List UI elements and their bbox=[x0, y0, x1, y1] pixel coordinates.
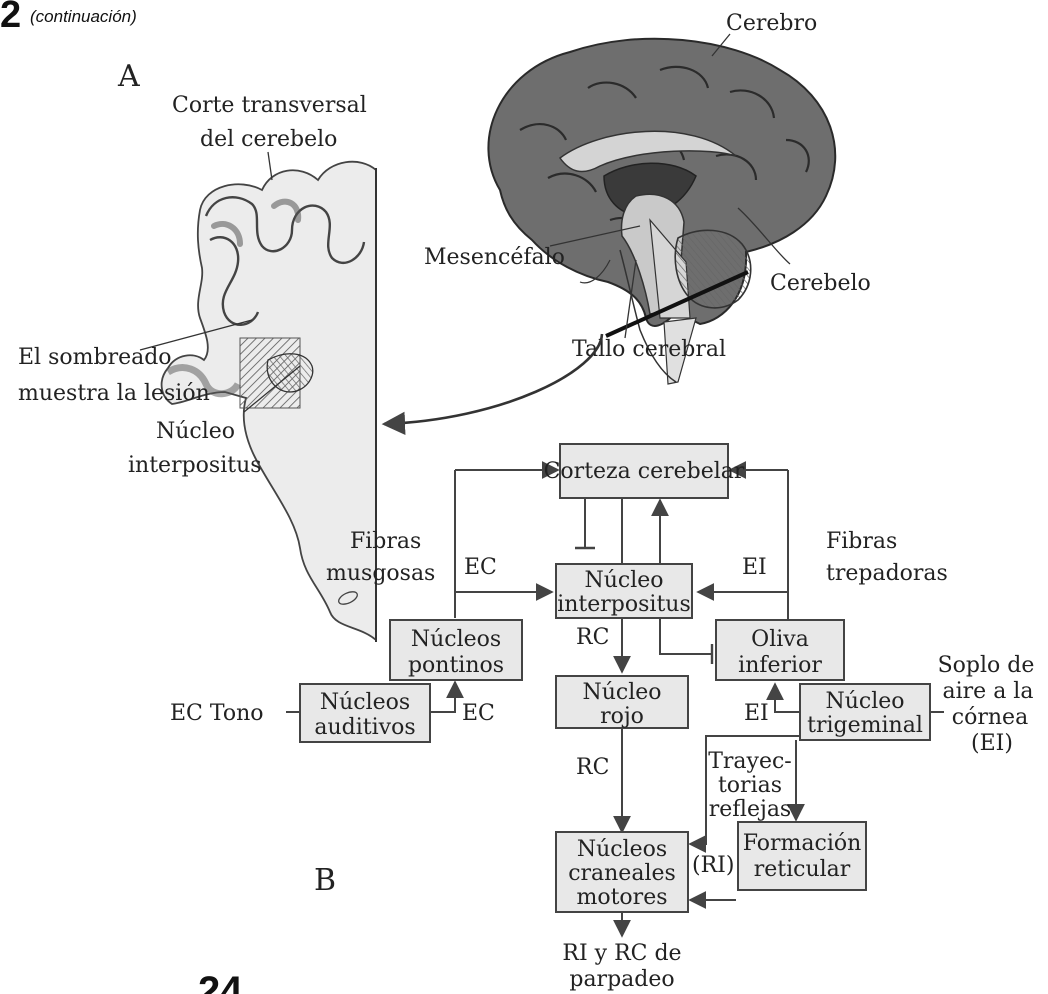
box-craneales: Núcleos craneales motores bbox=[555, 831, 689, 913]
box-pontinos: Núcleos pontinos bbox=[389, 619, 523, 681]
reflex-line2: torias bbox=[718, 773, 782, 798]
box-auditivos-line2: auditivos bbox=[314, 715, 415, 740]
figure-header: 2 (continuación) bbox=[0, 0, 137, 36]
ei-left-label: EI bbox=[744, 701, 769, 726]
section-plane-line bbox=[605, 270, 749, 338]
section-to-cross-arrow bbox=[381, 333, 604, 435]
box-rojo-line2: rojo bbox=[600, 704, 644, 729]
cerebellum-leader bbox=[737, 207, 791, 265]
box-pontinos-line1: Núcleos bbox=[411, 627, 501, 652]
ri-paren-label: (RI) bbox=[692, 853, 734, 878]
cerebrum-leader bbox=[711, 33, 731, 57]
box-trigeminal-line1: Núcleo bbox=[825, 689, 904, 714]
climbing-fibers-line2: trepadoras bbox=[826, 561, 948, 586]
output-line1: RI y RC de bbox=[562, 941, 681, 966]
brain-illustration bbox=[487, 37, 837, 385]
cross-section-leader bbox=[267, 151, 273, 181]
trigeminal-to-craneales-reflex bbox=[688, 735, 800, 853]
shading-leader bbox=[139, 319, 253, 351]
cerebellum-cross-section bbox=[160, 160, 377, 642]
circuit-wires bbox=[286, 461, 944, 938]
box-pontinos-line2: pontinos bbox=[408, 653, 504, 678]
box-rojo-line1: Núcleo bbox=[582, 680, 661, 705]
auditivos-to-pontinos bbox=[430, 680, 464, 713]
panel-a-letter: A bbox=[117, 59, 140, 94]
mossy-fibers-line1: Fibras bbox=[350, 529, 421, 554]
box-interpositus-line1: Núcleo bbox=[584, 568, 663, 593]
box-auditivos-line1: Núcleos bbox=[320, 690, 410, 715]
figure-number: 2 bbox=[0, 0, 21, 36]
box-oliva-line2: inferior bbox=[738, 653, 822, 678]
box-corteza-label: Corteza cerebelar bbox=[544, 459, 745, 484]
midbrain-label: Mesencéfalo bbox=[424, 245, 565, 270]
cerebellum-label: Cerebelo bbox=[770, 271, 871, 296]
panel-a: A Corte transversal d bbox=[18, 11, 871, 642]
reflex-line1: Trayec- bbox=[708, 749, 792, 774]
box-craneales-line1: Núcleos bbox=[577, 837, 667, 862]
panel-b-letter: B bbox=[314, 863, 336, 898]
mossy-fibers-line2: musgosas bbox=[326, 561, 435, 586]
ec-top-label: EC bbox=[464, 555, 497, 580]
box-trigeminal: Núcleo trigeminal bbox=[799, 683, 931, 741]
box-interpositus: Núcleo interpositus bbox=[555, 563, 693, 619]
nucleus-leader bbox=[243, 365, 301, 413]
box-craneales-line3: motores bbox=[576, 885, 667, 910]
interpositus-inhibit-oliva bbox=[659, 616, 712, 655]
continuation-note: (continuación) bbox=[30, 7, 137, 26]
rc-label-1: RC bbox=[576, 625, 609, 650]
box-reticular-line1: Formación bbox=[743, 831, 862, 856]
box-interpositus-line2: interpositus bbox=[557, 592, 691, 617]
air-puff-line2: aire a la bbox=[943, 679, 1034, 704]
box-oliva: Oliva inferior bbox=[715, 619, 845, 681]
trigeminal-to-oliva bbox=[766, 682, 800, 713]
midbrain-leader bbox=[549, 225, 641, 247]
air-puff-line4: (EI) bbox=[971, 731, 1013, 756]
rc-label-2: RC bbox=[576, 755, 609, 780]
box-reticular-line2: reticular bbox=[754, 857, 851, 882]
box-corteza: Corteza cerebelar bbox=[544, 443, 745, 499]
air-puff-line1: Soplo de bbox=[938, 653, 1035, 678]
climbing-fibers-line1: Fibras bbox=[826, 529, 897, 554]
page-number-fragment: 24 bbox=[198, 969, 243, 994]
brainstem-leader bbox=[624, 259, 637, 339]
nucleus-label-line1: Núcleo bbox=[156, 419, 235, 444]
shading-label-line1: El sombreado bbox=[18, 345, 172, 370]
output-line2: parpadeo bbox=[569, 967, 674, 992]
box-rojo: Núcleo rojo bbox=[555, 675, 689, 729]
panel-b: B bbox=[170, 443, 1035, 992]
cerebrum-label: Cerebro bbox=[726, 11, 817, 36]
cross-section-label-line1: Corte transversal bbox=[172, 93, 367, 118]
box-reticular: Formación reticular bbox=[737, 821, 867, 891]
nucleus-label-line2: interpositus bbox=[128, 453, 262, 478]
air-puff-line3: córnea bbox=[952, 705, 1028, 730]
box-auditivos: Núcleos auditivos bbox=[299, 683, 431, 743]
box-craneales-line2: craneales bbox=[568, 861, 676, 886]
cross-section-label-line2: del cerebelo bbox=[200, 127, 337, 152]
ec-tone-label: EC Tono bbox=[170, 701, 264, 726]
shading-label-line2: muestra la lesión bbox=[18, 381, 210, 406]
reflex-line3: reflejas bbox=[709, 797, 791, 822]
ei-top-label: EI bbox=[742, 555, 767, 580]
box-trigeminal-line2: trigeminal bbox=[807, 713, 923, 738]
ec-right-label: EC bbox=[462, 701, 495, 726]
box-oliva-line1: Oliva bbox=[751, 627, 809, 652]
